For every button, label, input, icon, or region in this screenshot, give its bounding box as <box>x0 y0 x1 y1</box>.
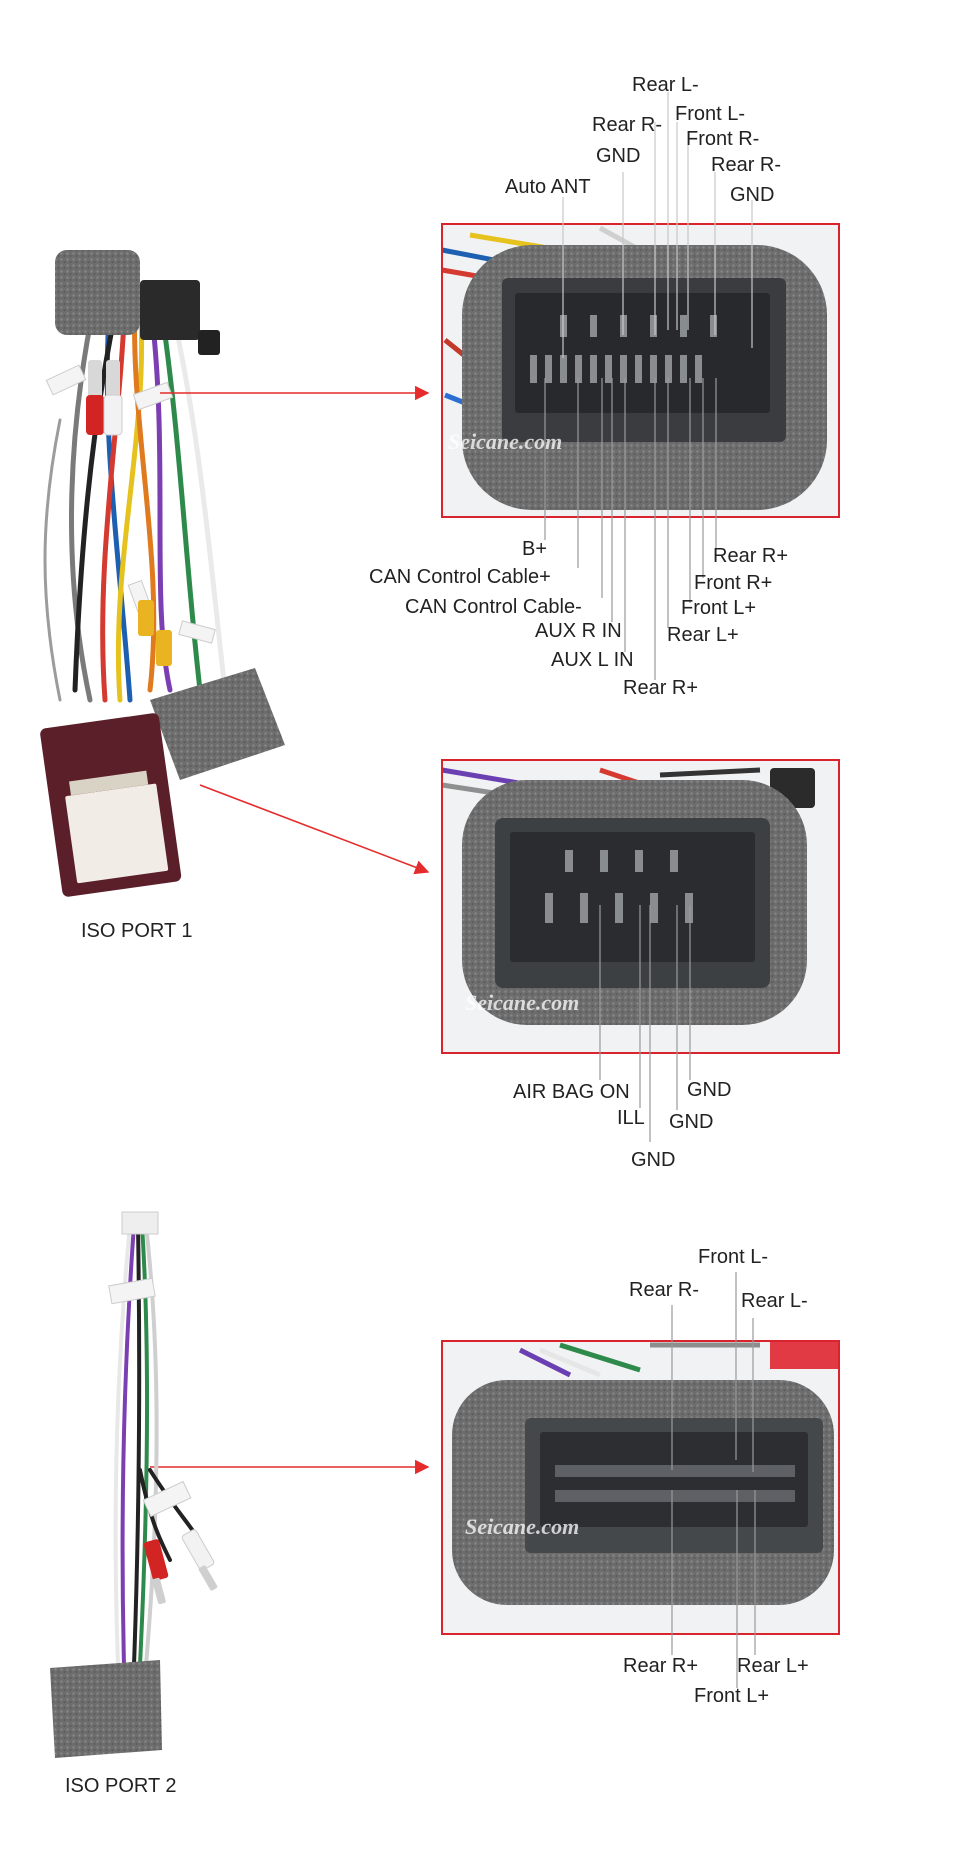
connector-1-bottom-label: Rear R+ <box>713 545 788 567</box>
connector-2-bottom-label: GND <box>631 1149 675 1171</box>
connector-1-top-label: Rear L- <box>632 74 699 96</box>
connector-3-top-label: Rear R- <box>629 1279 699 1301</box>
connector-3-photo: Seicane.com <box>442 1341 839 1634</box>
arrow-to-connector-2 <box>199 784 430 875</box>
connector-1-top-label: GND <box>730 184 774 206</box>
connector-1-top-label: Rear R- <box>711 154 781 176</box>
iso-port-1-harness <box>40 250 285 897</box>
connector-3-leader-lines <box>671 1272 756 1688</box>
connector-1-top-label: GND <box>596 145 640 167</box>
connector-3-bottom-label: Front L+ <box>694 1685 769 1707</box>
watermark-1: Seicane.com <box>448 429 562 454</box>
connector-1-top-label: Auto ANT <box>505 176 591 198</box>
connector-1-top-label: Front R- <box>686 128 759 150</box>
connector-2-bottom-label: ILL <box>617 1107 645 1129</box>
connector-1-bottom-label: B+ <box>522 538 547 560</box>
watermark-2: Seicane.com <box>465 990 579 1015</box>
connector-1-top-label: Rear R- <box>592 114 662 136</box>
connector-1-bottom-label: Rear L+ <box>667 624 739 646</box>
connector-1-bottom-label: AUX R IN <box>535 620 622 642</box>
watermark-3: Seicane.com <box>465 1514 579 1539</box>
connector-1-bottom-label: CAN Control Cable+ <box>369 566 551 588</box>
connector-1-bottom-label: AUX L IN <box>551 649 634 671</box>
connector-2-bottom-label: GND <box>687 1079 731 1101</box>
connector-3-bottom-label: Rear L+ <box>737 1655 809 1677</box>
iso-port-1-label: ISO PORT 1 <box>81 920 193 942</box>
connector-1-bottom-label: Front R+ <box>694 572 772 594</box>
connector-1-bottom-label: Rear R+ <box>623 677 698 699</box>
connector-3-top-label: Rear L- <box>741 1290 808 1312</box>
connector-2-leader-lines <box>599 905 691 1142</box>
connector-3-bottom-label: Rear R+ <box>623 1655 698 1677</box>
connector-3-frame <box>441 1340 840 1635</box>
connector-2-bottom-label: AIR BAG ON <box>513 1081 630 1103</box>
connector-1-bottom-label: Front L+ <box>681 597 756 619</box>
connector-3-top-label: Front L- <box>698 1246 768 1268</box>
iso-port-2-harness <box>50 1211 218 1758</box>
connector-1-frame <box>441 223 840 518</box>
connector-1-leader-lines <box>544 92 753 680</box>
connector-1-top-label: Front L- <box>675 103 745 125</box>
connector-2-bottom-label: GND <box>669 1111 713 1133</box>
iso-port-2-label: ISO PORT 2 <box>65 1775 177 1797</box>
connector-1-bottom-label: CAN Control Cable- <box>405 596 582 618</box>
connector-1-photo: Seicane.com <box>441 224 839 517</box>
